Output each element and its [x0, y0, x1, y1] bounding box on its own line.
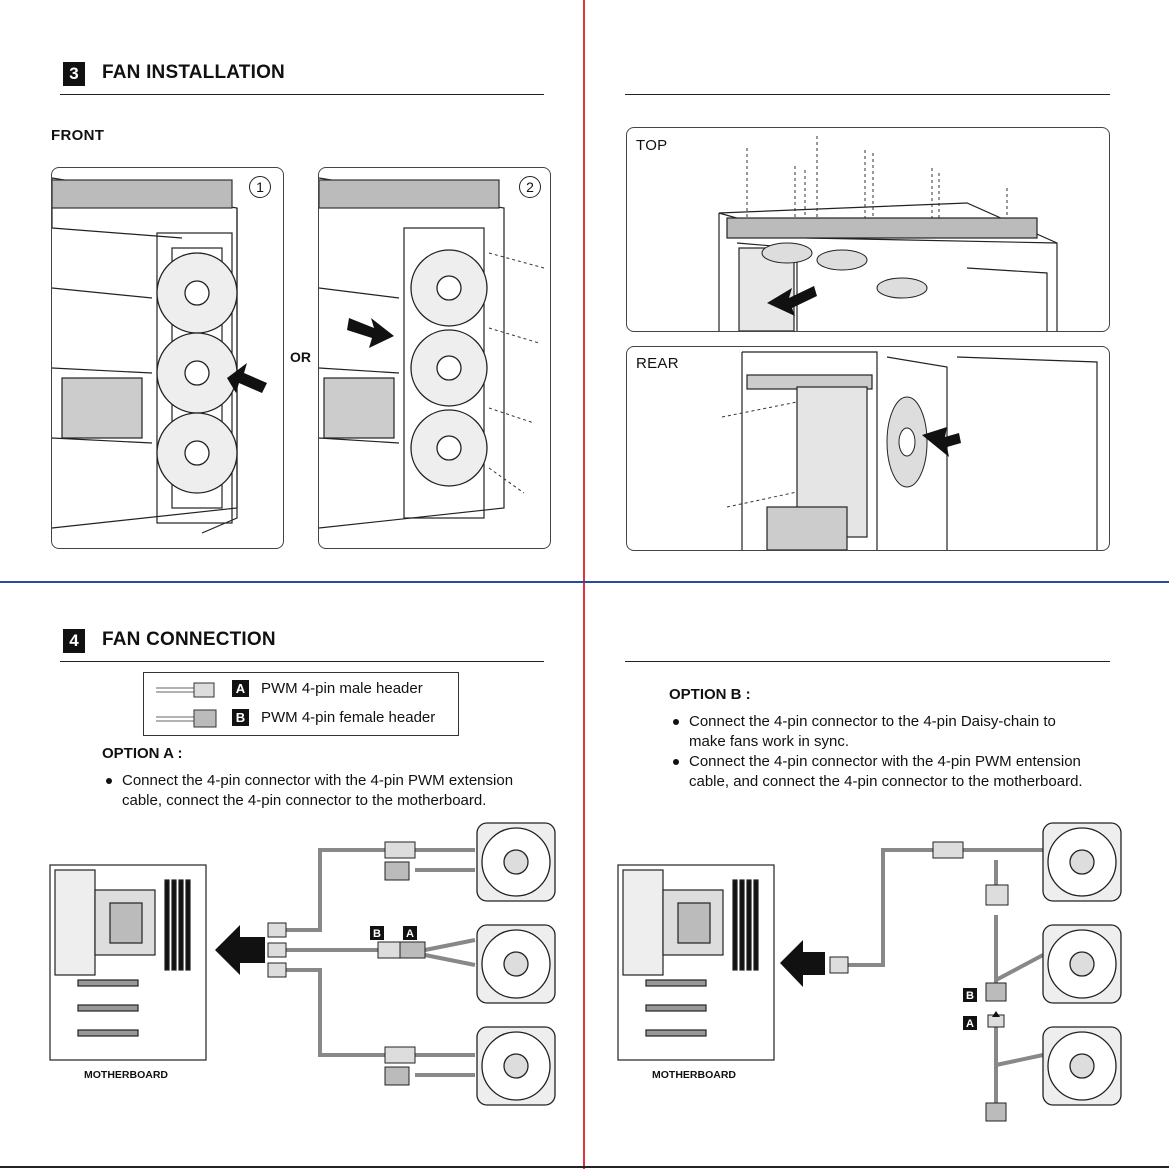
option-a-tag-b: B — [373, 928, 381, 940]
option-a-motherboard-caption: MOTHERBOARD — [84, 1069, 168, 1081]
step-1-badge: 1 — [249, 176, 271, 198]
motherboard-illustration-b — [617, 864, 775, 1061]
option-b-b1-line2: make fans work in sync. — [689, 733, 850, 750]
front-install-step2-panel — [318, 167, 551, 549]
case-rear-fan-illustration — [721, 351, 1098, 550]
front-label: FRONT — [51, 127, 105, 144]
option-b-b1-line1: Connect the 4-pin connector to the 4-pin… — [689, 713, 1056, 730]
top-label: TOP — [636, 137, 668, 154]
case-front-fans-screws-illustration — [319, 177, 545, 529]
front-install-step1-panel — [51, 167, 284, 549]
rear-label: REAR — [636, 355, 679, 372]
top-install-panel — [626, 127, 1110, 332]
section-4-rule-left — [60, 661, 544, 662]
case-front-fans-illustration — [52, 177, 267, 534]
horizontal-page-divider — [0, 581, 1169, 583]
step-2-badge: 2 — [519, 176, 541, 198]
section-3-number: 3 — [63, 62, 85, 86]
section-4-rule-right — [625, 661, 1110, 662]
option-b-motherboard-caption: MOTHERBOARD — [652, 1069, 736, 1081]
option-b-b2-line1: Connect the 4-pin connector with the 4-p… — [689, 753, 1081, 770]
option-a-tag-a: A — [406, 928, 414, 940]
connector-legend: A PWM 4-pin male header B PWM 4-pin fema… — [143, 672, 459, 736]
motherboard-illustration — [49, 864, 207, 1061]
option-a-wiring-diagram: B A — [49, 822, 556, 1106]
option-a-bullet: Connect the 4-pin connector with the 4-p… — [106, 771, 514, 811]
option-b-tag-a: A — [966, 1018, 974, 1030]
rear-install-panel — [626, 346, 1110, 551]
section-3-rule-right — [625, 94, 1110, 95]
legend-b-box: B — [232, 709, 249, 726]
option-b-title: OPTION B : — [669, 686, 751, 703]
section-4-number: 4 — [63, 629, 85, 653]
legend-b-text: PWM 4-pin female header — [261, 709, 436, 726]
option-b-bullet-1: Connect the 4-pin connector to the 4-pin… — [673, 712, 1056, 752]
connector-icons — [156, 682, 217, 728]
case-top-fans-illustration — [718, 136, 1058, 331]
option-b-wiring-diagram: B A — [617, 822, 1122, 1122]
bottom-rule — [0, 1166, 1169, 1168]
option-a-title: OPTION A : — [102, 745, 183, 762]
legend-a-box: A — [232, 680, 249, 697]
option-b-tag-b: B — [966, 990, 974, 1002]
section-4-title: FAN CONNECTION — [102, 629, 276, 650]
arrow-to-motherboard-b — [780, 940, 825, 987]
option-b-b2-line2: cable, and connect the 4-pin connector t… — [689, 773, 1083, 790]
option-a-line2: cable, connect the 4-pin connector to th… — [122, 792, 487, 809]
arrow-to-motherboard — [215, 925, 265, 975]
option-a-line1: Connect the 4-pin connector with the 4-p… — [122, 772, 514, 789]
legend-a-text: PWM 4-pin male header — [261, 680, 423, 697]
vertical-page-divider — [583, 0, 585, 1169]
section-3-rule-left — [60, 94, 544, 95]
section-3-title: FAN INSTALLATION — [102, 62, 285, 83]
or-label: OR — [290, 349, 311, 365]
option-b-bullet-2: Connect the 4-pin connector with the 4-p… — [673, 752, 1083, 792]
